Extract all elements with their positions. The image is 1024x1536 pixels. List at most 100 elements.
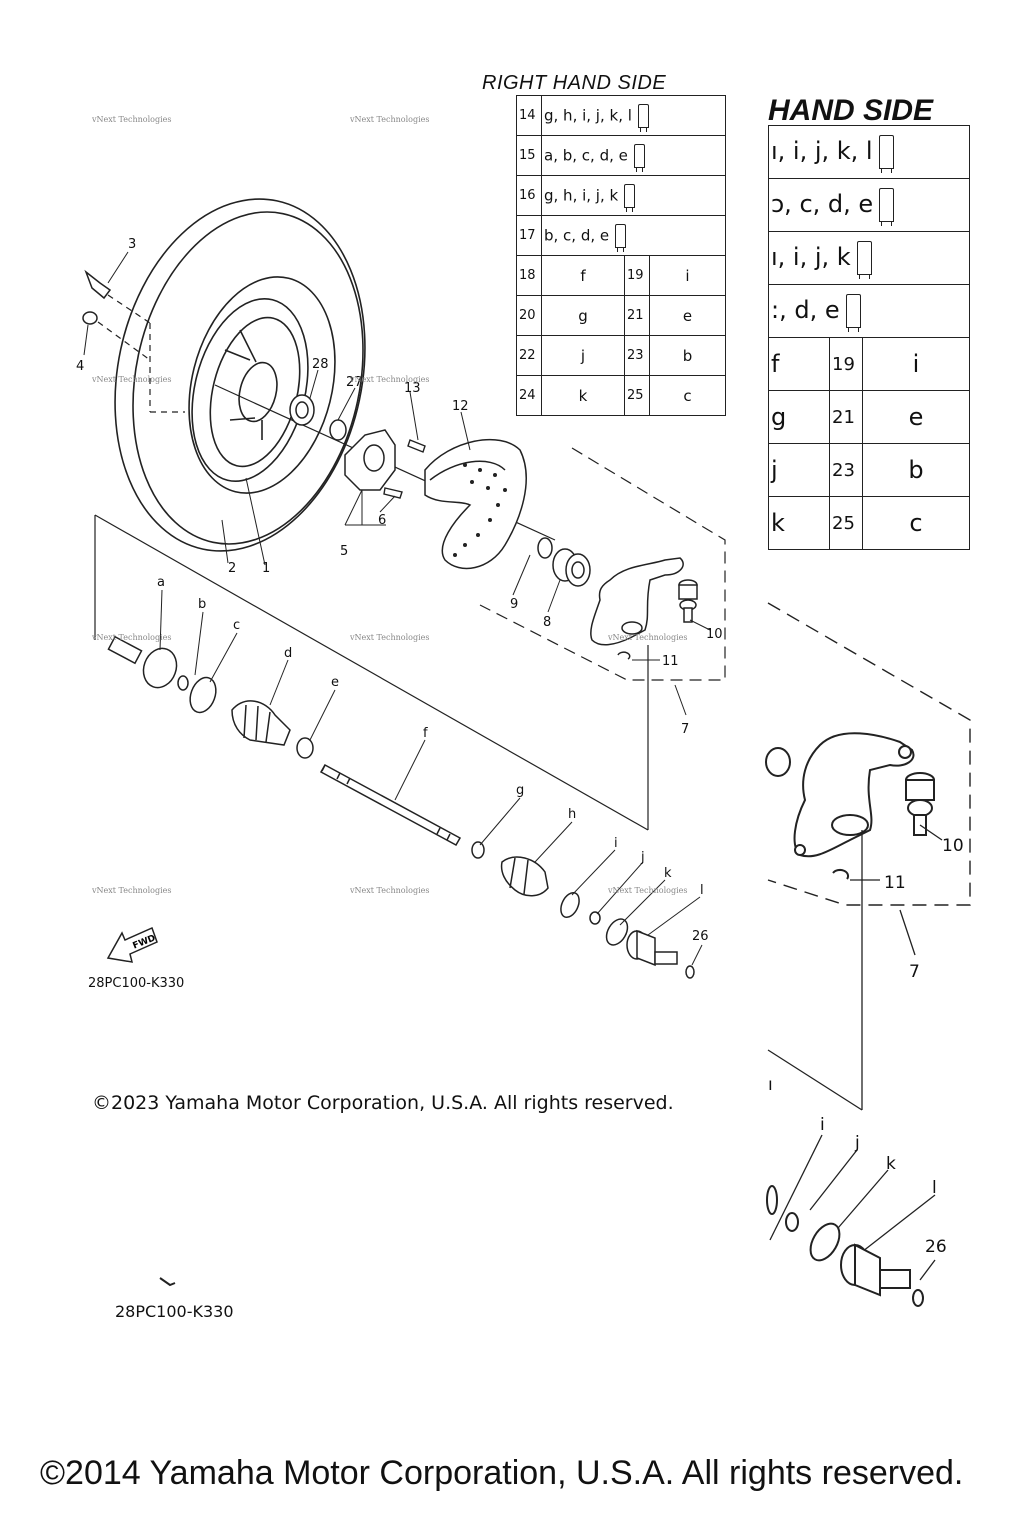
table-cell: f [541, 255, 625, 296]
circlip-11 [617, 651, 631, 660]
big-cell: 23 [829, 443, 863, 497]
label-3: 3 [128, 237, 136, 252]
cv-joint-l [626, 929, 678, 967]
clamp-g [471, 841, 485, 859]
table-cell: b, c, d, e [541, 215, 726, 256]
wheel-hub [344, 429, 396, 491]
washer [329, 419, 347, 441]
grease-tube-icon [856, 241, 872, 279]
drive-shaft-f [319, 763, 462, 847]
table-cell: 23 [624, 335, 650, 376]
label-g: g [516, 783, 524, 798]
big-label-i: i [820, 1115, 825, 1135]
big-clamp-fragment [766, 1185, 778, 1215]
circlip-26 [685, 965, 695, 979]
label-4: 4 [76, 359, 84, 374]
big-label-k: k [886, 1154, 896, 1174]
label-26: 26 [692, 929, 709, 944]
table-cell: 21 [624, 295, 650, 336]
table-cell: 24 [516, 375, 542, 416]
label-f: f [423, 726, 428, 741]
svg-text:vNext Technologies: vNext Technologies [607, 886, 687, 895]
label-h: h [568, 807, 576, 822]
clamp-i [560, 891, 580, 919]
grease-tube-icon [845, 294, 861, 332]
big-circlip-fragment [765, 747, 791, 777]
clamp-c [189, 676, 217, 714]
ball-joint [678, 579, 698, 623]
big-table-title: HAND SIDE [768, 94, 934, 127]
grease-tube-icon [879, 188, 895, 226]
svg-text:vNext Technologies: vNext Technologies [91, 886, 171, 895]
table-cell: 19 [624, 255, 650, 296]
table-cell: 25 [624, 375, 650, 416]
table-cell: i [649, 255, 726, 296]
brake-disc-holes [453, 463, 507, 557]
big-cell: c [862, 496, 970, 550]
grease-tube-icon [633, 143, 645, 172]
table-cell: 16 [516, 175, 542, 216]
grease-tube-icon [878, 135, 894, 173]
big-cell: f [768, 337, 830, 391]
big-label-l: l [932, 1178, 937, 1198]
label-e: e [331, 675, 339, 690]
label-10: 10 [706, 627, 723, 642]
svg-text:vNext Technologies: vNext Technologies [349, 375, 429, 384]
table-cell: 15 [516, 135, 542, 176]
big-row-16: ı, i, j, k [768, 231, 970, 285]
label-k: k [664, 866, 672, 881]
big-steering-knuckle [793, 732, 915, 858]
grease-tube-icon [624, 183, 636, 212]
table-title: RIGHT HAND SIDE [482, 72, 667, 94]
o-ring-k [605, 918, 629, 946]
label-b: b [198, 597, 206, 612]
table-cell: 20 [516, 295, 542, 336]
table-cell: 17 [516, 215, 542, 256]
label-11: 11 [662, 654, 679, 669]
big-label-7: 7 [909, 962, 920, 982]
boot-h [500, 856, 549, 897]
part-code: 28PC100-K330 [88, 976, 185, 991]
label-8: 8 [543, 615, 551, 630]
table-cell: 18 [516, 255, 542, 296]
table-cell: j [541, 335, 625, 376]
label-5: 5 [340, 544, 348, 559]
big-cell: k [768, 496, 830, 550]
table-cell: k [541, 375, 625, 416]
big-cell: i [862, 337, 970, 391]
table-cell: e [649, 295, 726, 336]
bolt-13 [407, 439, 426, 453]
table-cell: g [541, 295, 625, 336]
svg-text:vNext Technologies: vNext Technologies [91, 375, 171, 384]
big-fwd-arrow-fragment [159, 1277, 176, 1287]
label-l: l [700, 883, 704, 898]
label-i: i [614, 836, 618, 851]
svg-text:vNext Technologies: vNext Technologies [349, 115, 429, 124]
table-cell: b [649, 335, 726, 376]
big-dashed-box [767, 602, 971, 906]
grease-tube-icon [637, 103, 649, 132]
table-cell: g, h, i, j, k [541, 175, 726, 216]
cv-joint-a [107, 635, 178, 689]
label-d: d [284, 646, 292, 661]
label-a: a [157, 575, 165, 590]
copyright-2023: ©2023 Yamaha Motor Corporation, U.S.A. A… [92, 1092, 674, 1114]
grease-tube-icon [615, 223, 627, 252]
boot-d [231, 700, 291, 746]
part-code-big: 28PC100-K330 [115, 1302, 234, 1321]
big-label-10: 10 [942, 836, 964, 856]
label-9: 9 [510, 597, 518, 612]
table-cell: c [649, 375, 726, 416]
big-label-26: 26 [925, 1237, 947, 1257]
table-cell: 22 [516, 335, 542, 376]
big-o-ring-k [809, 1222, 841, 1262]
big-cell: 21 [829, 390, 863, 444]
big-label-h-fragment: ı [768, 1075, 773, 1095]
label-28: 28 [312, 357, 329, 372]
label-7: 7 [681, 722, 689, 737]
table-cell: g, h, i, j, k, l [541, 95, 726, 136]
big-row-15: ɔ, c, d, e [768, 178, 970, 232]
circlip-j [589, 911, 601, 925]
big-parts-table: ı, i, j, k, l ɔ, c, d, e ı, i, j, k :, d… [768, 125, 970, 550]
